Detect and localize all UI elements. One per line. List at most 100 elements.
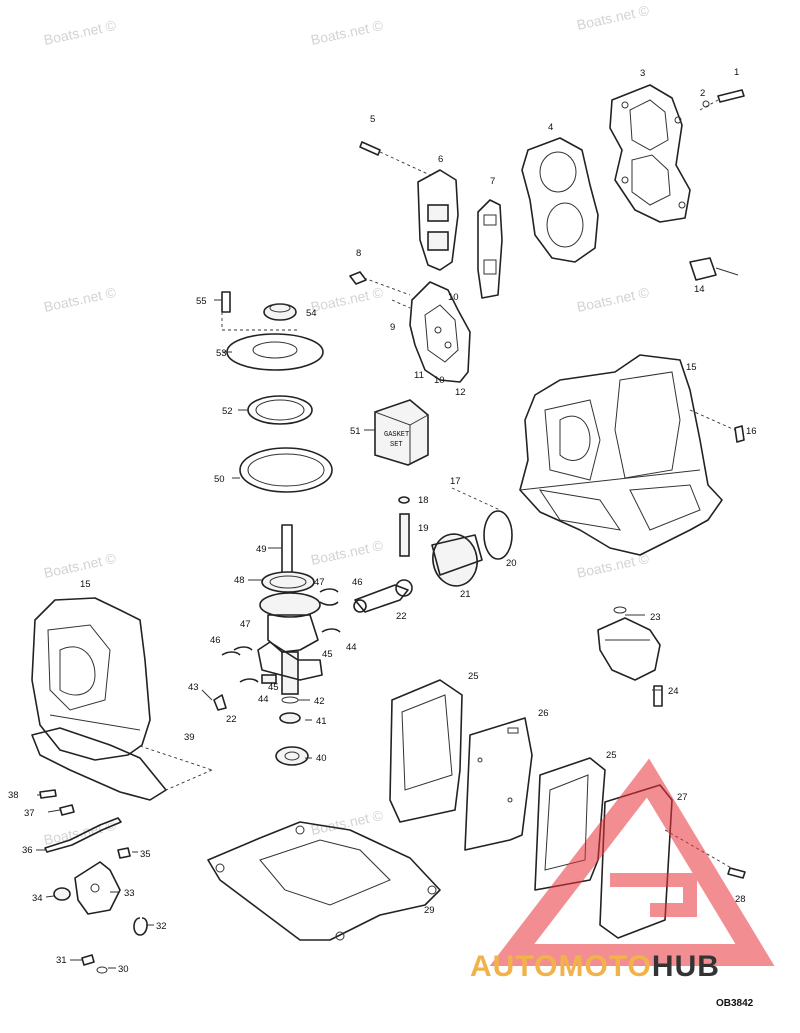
callout: 24	[668, 686, 679, 697]
bolt-1	[699, 89, 745, 111]
callout: 48	[234, 575, 245, 586]
sensor-14	[689, 257, 739, 281]
callout: 34	[32, 893, 43, 904]
dowel-19	[399, 513, 410, 557]
callout: 29	[424, 905, 435, 916]
cover-6	[417, 169, 459, 271]
callout: 42	[314, 696, 325, 707]
callout: 35	[140, 849, 151, 860]
spring-32	[133, 917, 148, 936]
callout: 44	[258, 694, 269, 705]
callout: 15	[80, 579, 91, 590]
callout: 22	[396, 611, 407, 622]
washer-42	[281, 696, 299, 704]
callout: 46	[352, 577, 363, 588]
automotohub-logo-text: AUTOMOTOHUB	[470, 950, 795, 990]
screw-38	[39, 789, 57, 799]
callout: 11	[414, 370, 424, 381]
connecting-rod-22	[353, 579, 413, 613]
callout: 15	[686, 362, 697, 373]
cover-gasket-25a	[389, 679, 463, 823]
callout: 37	[24, 808, 35, 819]
leader-lines	[36, 299, 662, 969]
callout: 26	[538, 708, 549, 719]
screw-28	[727, 867, 746, 879]
callout: 28	[735, 894, 746, 905]
pin-18	[398, 496, 410, 504]
callout: 31	[56, 955, 67, 966]
callout: 4	[548, 122, 553, 133]
callout: 53	[216, 348, 227, 359]
callout: 40	[316, 753, 327, 764]
callout-numbers: 1 2 3 4 5 6 7 8 9 10 10 11 12 14 15 15 1…	[8, 67, 757, 975]
link-rod-36	[44, 817, 122, 853]
plate-39	[31, 727, 213, 801]
pin-16	[734, 425, 745, 443]
callout: 45	[322, 649, 333, 660]
washer-2	[702, 100, 710, 108]
callout: 32	[156, 921, 167, 932]
seal-41	[279, 712, 301, 724]
bushing-34	[53, 887, 71, 901]
screw-5	[359, 141, 431, 176]
exhaust-cover-part	[609, 84, 691, 223]
watermark: Boats.net ©	[309, 537, 385, 568]
gasket-29	[207, 821, 441, 941]
callout: 19	[418, 523, 429, 534]
callout: 51	[350, 426, 361, 437]
callout: 25	[468, 671, 479, 682]
bearing-cap-54	[263, 303, 297, 321]
callout: 21	[460, 589, 471, 600]
callout: 5	[370, 114, 375, 125]
ring-20	[451, 487, 513, 560]
watermark: Boats.net ©	[309, 284, 385, 315]
watermark: Boats.net ©	[309, 807, 385, 838]
callout: 52	[222, 406, 233, 417]
callout: 22	[226, 714, 237, 725]
watermark: Boats.net ©	[309, 17, 385, 48]
callout: 6	[438, 154, 443, 165]
callout: 27	[677, 792, 688, 803]
callout: 43	[188, 682, 199, 693]
box-label-line2: SET	[390, 441, 403, 449]
gasket-52	[247, 395, 313, 425]
clip-35	[117, 847, 131, 859]
callout: 9	[390, 322, 395, 333]
automotohub-logo-mark	[489, 758, 775, 966]
watermark: Boats.net ©	[575, 284, 651, 315]
cylinder-block-15	[519, 354, 736, 556]
diagram-code: OB3842	[716, 998, 754, 1009]
gasket-set-box-51: GASKET SET	[374, 399, 429, 466]
callout: 38	[8, 790, 19, 801]
screw-24	[653, 685, 663, 707]
logo-word-auto: AUTO	[470, 950, 559, 983]
callout: 8	[356, 248, 361, 259]
watermark: Boats.net ©	[42, 17, 118, 48]
gasket-7	[477, 199, 503, 299]
callout: 47	[314, 577, 325, 588]
callout: 16	[746, 426, 757, 437]
callout: 10	[448, 292, 459, 303]
callout: 49	[256, 544, 267, 555]
callout: 1	[734, 67, 739, 78]
callout: 25	[606, 750, 617, 761]
cover-plate-26	[464, 717, 533, 851]
callout: 18	[418, 495, 429, 506]
callout: 50	[214, 474, 225, 485]
watermark: Boats.net ©	[42, 284, 118, 315]
bracket-33	[74, 861, 121, 915]
gasket-50	[239, 447, 333, 493]
callout: 45	[268, 682, 279, 693]
box-label-line1: GASKET	[384, 431, 409, 439]
callout: 44	[346, 642, 357, 653]
callout: 2	[700, 88, 705, 99]
callout: 33	[124, 888, 135, 899]
thermostat-cover-23	[597, 606, 661, 681]
crankcase-half-15	[31, 597, 151, 761]
callout: 10	[434, 375, 445, 386]
bearing-halves-47-46	[221, 588, 341, 683]
fitting-37	[59, 804, 75, 816]
callout: 12	[455, 387, 466, 398]
reed-plate-9-12	[391, 281, 471, 383]
